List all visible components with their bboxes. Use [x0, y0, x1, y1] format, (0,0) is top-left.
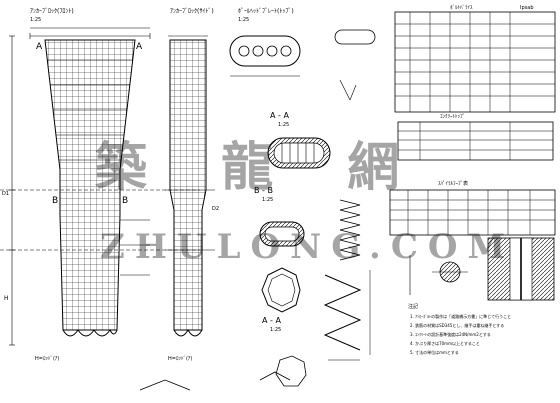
watermark-cjk: 築 龍 網 [95, 137, 427, 198]
section-bb-scale: 1:25 [262, 197, 273, 203]
side-elevation: ｱﾝｶｰﾌﾞﾛｯｸ(ｻｲﾄﾞ) D2 H=ﾛｯﾄﾞ(ｱ) [165, 8, 219, 362]
level-label-d1: D1 [2, 191, 9, 197]
level-label-d2: D2 [212, 206, 219, 212]
top-view-title: ﾎﾟｰﾙﾍｯﾄﾞﾌﾟﾚｰﾄ(ﾄｯﾌﾟ) [238, 8, 294, 15]
section-bb-title: B - B [254, 186, 273, 195]
section-aa2-title: A - A [262, 316, 281, 325]
table1-title: ﾎﾞﾙﾄﾊﾞﾗｲｽ [450, 4, 473, 11]
section-aa-title: A - A [270, 111, 289, 120]
bottom-details [139, 371, 291, 391]
height-label-h: H [4, 295, 9, 302]
side-elevation-title: ｱﾝｶｰﾌﾞﾛｯｸ(ｻｲﾄﾞ) [170, 8, 214, 15]
front-elevation-title: ｱﾝｶｰﾌﾞﾛｯｸ(ﾌﾛﾝﾄ) [30, 8, 74, 15]
table2-title: ｺﾝｸﾘｰﾄﾄｯﾌﾟ [440, 113, 465, 120]
section-aa-scale: 1:25 [278, 122, 289, 128]
front-elevation: ｱﾝｶｰﾌﾞﾛｯｸ(ﾌﾛﾝﾄ) 1:25 A A B B [0, 8, 200, 362]
section-marker-a-left: A [36, 42, 43, 52]
note-1: 1. ｱﾝｶｰﾎﾞﾙﾄの製作は「道路橋示方書」に準じて行うこと [410, 313, 511, 319]
note-5: 5. 寸法の単位はmmとする [410, 349, 459, 355]
rebar-table: Ipsab ﾎﾞﾙﾄﾊﾞﾗｲｽ [394, 4, 556, 113]
top-view-scale: 1:25 [238, 17, 249, 23]
section-aa2-scale: 1:25 [270, 327, 281, 333]
table-header-label: Ipsab [520, 5, 534, 11]
note-2: 2. 鉄筋の材質はSD345とし、継手は重ね継手とする [410, 322, 504, 328]
side-base-note: H=ﾛｯﾄﾞ(ｱ) [168, 355, 192, 362]
top-view: ﾎﾟｰﾙﾍｯﾄﾞﾌﾟﾚｰﾄ(ﾄｯﾌﾟ) 1:25 [229, 8, 376, 101]
notes-title: 注記 [408, 303, 418, 310]
section-marker-b-left: B [52, 196, 58, 206]
note-4: 4. かぶり厚さは70mm以上とすること [410, 340, 480, 346]
spiral-table: ｽﾊﾟｲﾗﾙﾌｰﾌﾟ表 [389, 180, 556, 236]
note-3: 3. ｺﾝｸﾘｰﾄの設計基準強度は24N/mm2とする [410, 331, 491, 337]
section-marker-b-right: B [122, 196, 128, 206]
notes-block: 注記 1. ｱﾝｶｰﾎﾞﾙﾄの製作は「道路橋示方書」に準じて行うこと 2. 鉄筋… [408, 303, 511, 355]
section-aa-octagon: A - A 1:25 [261, 267, 307, 387]
front-elevation-scale: 1:25 [30, 17, 41, 23]
concrete-table: ｺﾝｸﾘｰﾄﾄｯﾌﾟ [397, 113, 554, 161]
table3-title: ｽﾊﾟｲﾗﾙﾌｰﾌﾟ表 [438, 180, 468, 187]
spiral-hoop [323, 199, 371, 361]
rebar-detail [409, 237, 555, 301]
watermark-latin: ZHULONG.COM [100, 227, 515, 267]
watermark: 築 龍 網 ZHULONG.COM [95, 137, 515, 267]
section-aa: A - A 1:25 [267, 111, 331, 169]
front-base-note: H=ﾛｯﾄﾞ(ｱ) [35, 355, 59, 362]
section-bb: B - B 1:25 [254, 186, 305, 247]
section-marker-a-right: A [136, 42, 143, 52]
